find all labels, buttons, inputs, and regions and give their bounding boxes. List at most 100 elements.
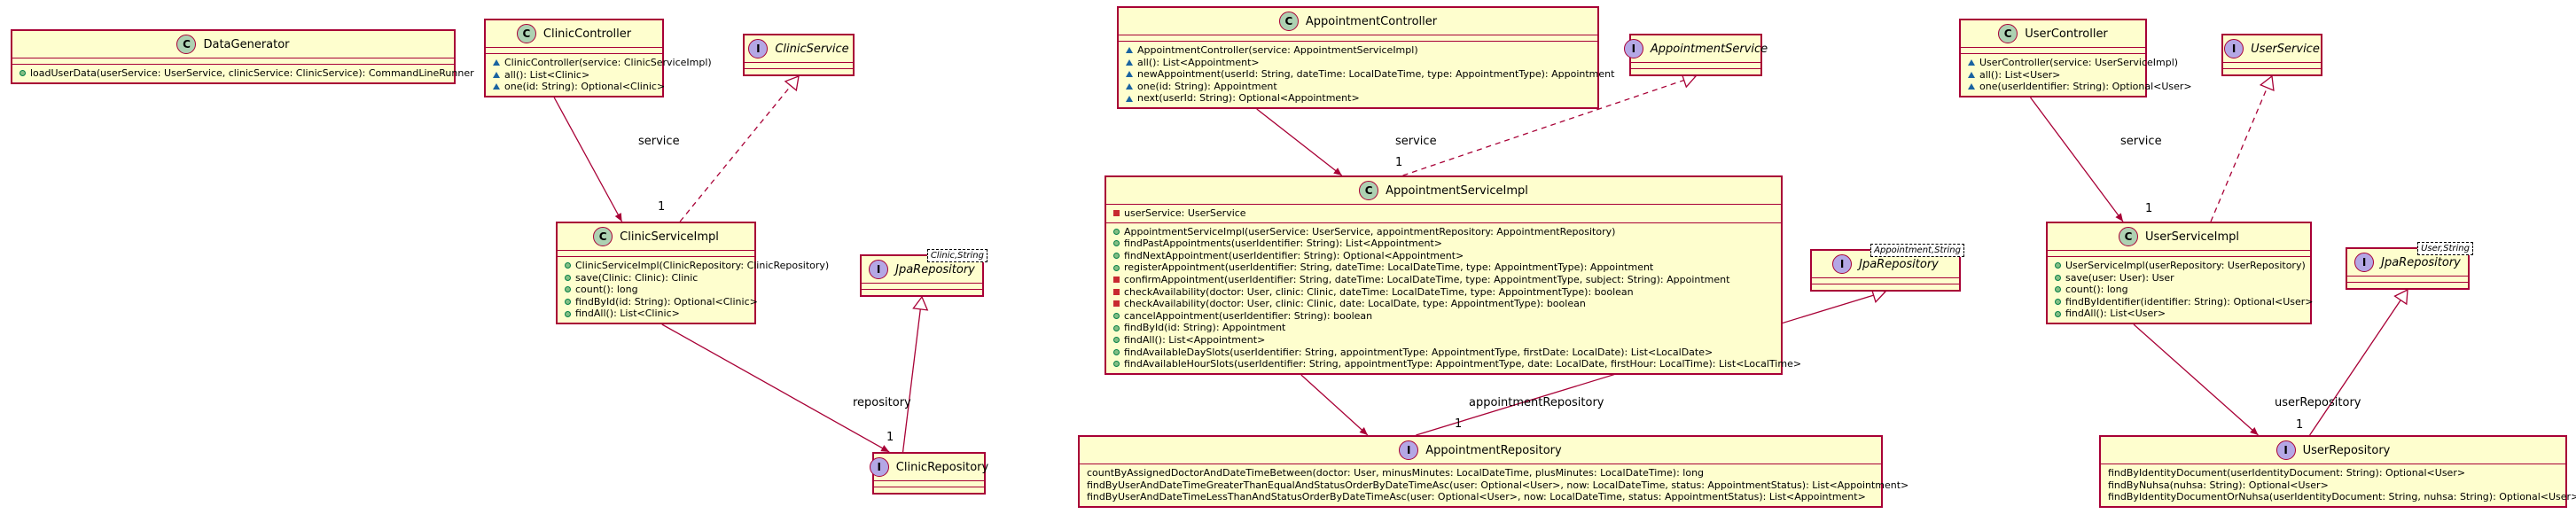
- class-header: I ClinicRepository: [869, 454, 988, 480]
- member-row: findByNuhsa(nuhsa: String): Optional<Use…: [2108, 479, 2558, 492]
- edge-user-controller-to-service-arrowhead: [2115, 213, 2123, 222]
- member-text: all(): List<Clinic>: [504, 68, 590, 81]
- member-text: findAll(): List<User>: [2065, 308, 2166, 320]
- member-row: findNextAppointment(userIdentifier: Stri…: [1113, 250, 1774, 262]
- package-visibility-icon: [1968, 71, 1975, 78]
- fields-section: [1961, 47, 2145, 53]
- member-text: all(): List<Appointment>: [1137, 56, 1260, 68]
- member-row: findByUserAndDateTimeGreaterThanEqualAnd…: [1087, 479, 1909, 492]
- methods-section: countByAssignedDoctorAndDateTimeBetween(…: [1080, 464, 1909, 506]
- class-header: C AppointmentServiceImpl: [1106, 177, 1781, 204]
- public-visibility-icon: [2055, 286, 2061, 293]
- public-visibility-icon: [1113, 228, 1120, 235]
- methods-section: [745, 68, 853, 74]
- public-visibility-icon: [1113, 361, 1120, 368]
- public-visibility-icon: [2055, 274, 2061, 281]
- public-visibility-icon: [2055, 299, 2061, 306]
- public-visibility-icon: [1113, 348, 1120, 355]
- fields-section: [1119, 35, 1597, 41]
- class-user-service-impl: C UserServiceImpl UserServiceImpl(userRe…: [2046, 222, 2314, 324]
- edge-user-impl-to-repository: [2133, 323, 2259, 436]
- member-row: cancelAppointment(userIdentifier: String…: [1113, 310, 1774, 323]
- member-text: findByIdentityDocument(userIdentityDocum…: [2108, 467, 2466, 479]
- interface-badge-icon: I: [748, 39, 769, 58]
- class-header: I UserRepository: [2101, 437, 2565, 464]
- class-name: AppointmentController: [1305, 14, 1438, 28]
- class-user-controller: C UserController UserController(service:…: [1959, 19, 2192, 97]
- public-visibility-icon: [2055, 262, 2061, 269]
- member-text: one(id: String): Appointment: [1137, 80, 1277, 92]
- multiplicity-user-service: 1: [2145, 202, 2153, 215]
- member-text: one(userIdentifier: String): Optional<Us…: [1979, 81, 2192, 93]
- generic-params: User,String: [2417, 242, 2473, 255]
- fields-section: [1812, 277, 1959, 284]
- member-text: all(): List<User>: [1979, 68, 2061, 81]
- multiplicity-appointment-service: 1: [1395, 156, 1403, 169]
- class-header: C ClinicServiceImpl: [558, 223, 754, 250]
- member-row: next(userId: String): Optional<Appointme…: [1126, 92, 1590, 105]
- member-row: all(): List<Appointment>: [1126, 57, 1590, 69]
- member-row: findByIdentityDocumentOrNuhsa(userIdenti…: [2108, 491, 2576, 503]
- member-text: next(userId: String): Optional<Appointme…: [1137, 92, 1360, 105]
- class-badge-icon: C: [1278, 12, 1299, 31]
- public-visibility-icon: [565, 310, 571, 317]
- member-text: UserController(service: UserServiceImpl): [1979, 57, 2179, 68]
- package-visibility-icon: [493, 83, 500, 90]
- class-clinic-service-impl: C ClinicServiceImpl ClinicServiceImpl(Cl…: [556, 222, 829, 324]
- class-header: C UserController: [1961, 20, 2145, 47]
- member-text: count(): long: [575, 284, 638, 296]
- class-clinic-controller: C ClinicController ClinicController(serv…: [484, 19, 712, 97]
- member-row: newAppointment(userId: String, dateTime:…: [1126, 68, 1614, 81]
- edge-label-appointment-repository: appointmentRepository: [1469, 396, 1604, 409]
- member-text: ClinicServiceImpl(ClinicRepository: Clin…: [575, 260, 830, 271]
- public-visibility-icon: [565, 286, 571, 293]
- public-visibility-icon: [1113, 337, 1120, 344]
- private-visibility-icon: [1113, 277, 1120, 284]
- member-text: findNextAppointment(userIdentifier: Stri…: [1124, 249, 1464, 261]
- edge-appointment-impl-to-repository-arrowhead: [1359, 426, 1368, 435]
- public-visibility-icon: [565, 299, 571, 306]
- edge-clinic-impl-to-repository-arrowhead: [880, 445, 890, 452]
- class-header: I ClinicService: [745, 35, 853, 62]
- package-visibility-icon: [1126, 95, 1133, 102]
- member-text: findByNuhsa(nuhsa: String): Optional<Use…: [2108, 479, 2329, 491]
- member-row: findById(id: String): Optional<Clinic>: [565, 296, 758, 308]
- member-text: findByUserAndDateTimeLessThanAndStatusOr…: [1087, 491, 1866, 503]
- member-row: findAll(): List<User>: [2055, 308, 2303, 320]
- public-visibility-icon: [1113, 324, 1120, 331]
- member-row: save(user: User): User: [2055, 272, 2303, 284]
- class-name: UserRepository: [2302, 443, 2391, 457]
- package-visibility-icon: [1968, 83, 1975, 90]
- member-text: findByIdentityDocumentOrNuhsa(userIdenti…: [2108, 491, 2576, 503]
- fields-section: [745, 62, 853, 68]
- edge-clinic-repository-extends-triangle: [912, 295, 929, 311]
- interface-badge-icon: I: [2354, 253, 2375, 272]
- methods-section: UserServiceImpl(userRepository: UserRepo…: [2048, 256, 2314, 323]
- class-appointment-controller: C AppointmentController AppointmentContr…: [1117, 6, 1614, 109]
- interface-badge-icon: I: [869, 457, 889, 477]
- class-badge-icon: C: [2118, 227, 2138, 246]
- interface-badge-icon: I: [1832, 254, 1853, 274]
- interface-badge-icon: I: [2275, 440, 2296, 460]
- member-row: count(): long: [565, 284, 747, 296]
- member-row: userService: UserService: [1113, 207, 1774, 220]
- fields-section: [2223, 62, 2321, 68]
- class-header: I JpaRepository User,String: [2347, 242, 2473, 276]
- edge-appointment-controller-to-service: [1256, 108, 1343, 176]
- member-row: checkAvailability(doctor: User, clinic: …: [1113, 286, 1774, 299]
- edge-clinic-controller-to-service: [553, 97, 623, 222]
- interface-clinic-repository: I ClinicRepository: [869, 452, 988, 495]
- class-name: AppointmentServiceImpl: [1386, 183, 1528, 198]
- class-badge-icon: C: [1359, 181, 1379, 200]
- member-text: one(id: String): Optional<Clinic>: [504, 81, 666, 93]
- methods-section: [862, 289, 982, 295]
- member-text: findByUserAndDateTimeGreaterThanEqualAnd…: [1087, 479, 1909, 491]
- class-name: UserController: [2025, 27, 2108, 41]
- member-text: AppointmentController(service: Appointme…: [1137, 44, 1418, 56]
- class-badge-icon: C: [593, 227, 613, 246]
- class-header: C UserServiceImpl: [2048, 223, 2310, 250]
- interface-jpa-repository-clinic: I JpaRepository Clinic,String: [860, 249, 987, 297]
- member-row: loadUserData(userService: UserService, c…: [20, 67, 474, 80]
- interface-jpa-repository-user: I JpaRepository User,String: [2346, 242, 2473, 290]
- interface-badge-icon: I: [1399, 440, 1419, 460]
